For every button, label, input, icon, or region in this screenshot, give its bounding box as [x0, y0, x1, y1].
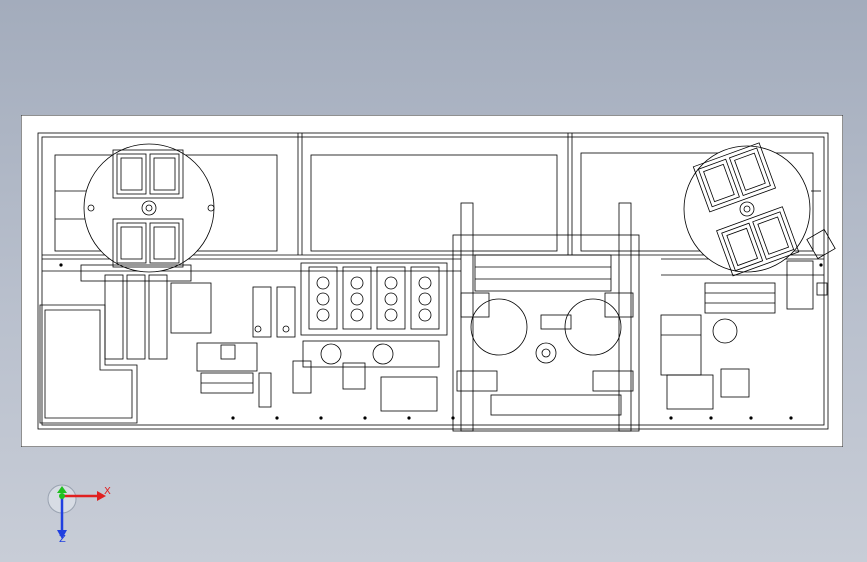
drawing-sheet: [21, 115, 843, 447]
four-station-nest-row: [196, 262, 448, 412]
right-rotary-turntable: [683, 142, 836, 277]
left-loading-table: [39, 264, 212, 424]
mounting-holes: [59, 263, 823, 420]
triad-origin: [59, 493, 65, 499]
coordinate-triad: X Z: [47, 484, 111, 544]
z-axis-label: Z: [59, 534, 66, 544]
left-rotary-turntable: [83, 143, 215, 273]
center-gantry: [452, 202, 640, 432]
x-axis-label: X: [104, 486, 111, 497]
y-axis-arrowhead: [57, 486, 67, 493]
machine-frame: [37, 132, 829, 430]
right-conveyor-exit: [660, 260, 828, 410]
x-axis-arrowhead: [97, 491, 106, 501]
z-axis-arrowhead: [57, 530, 67, 539]
